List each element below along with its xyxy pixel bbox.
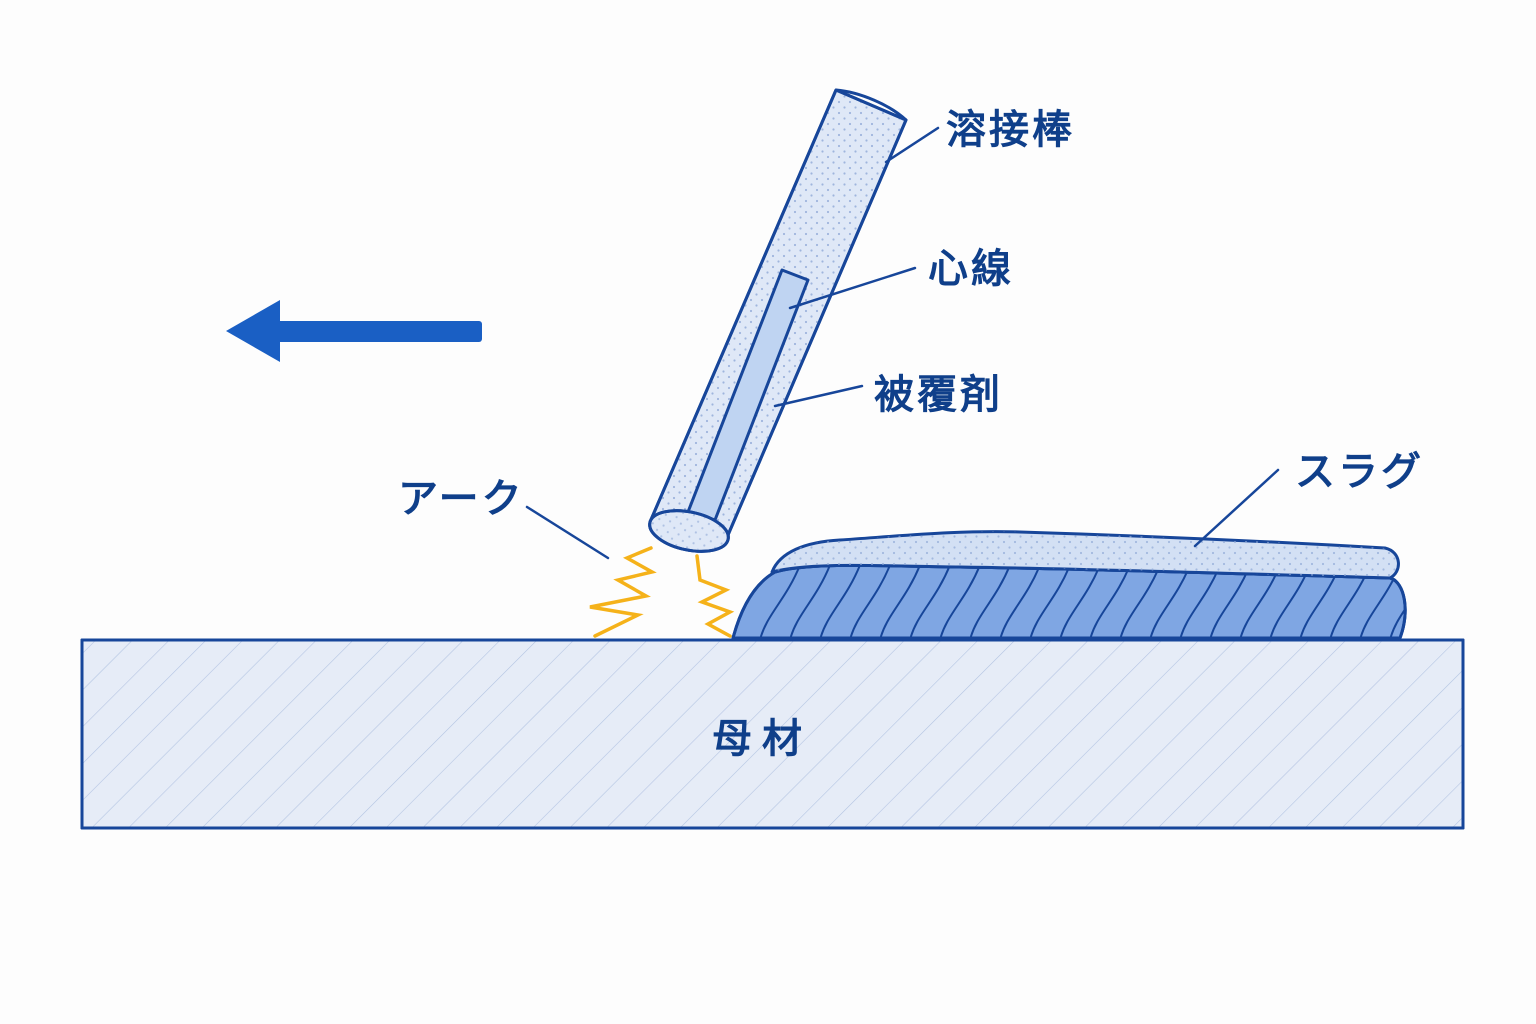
bead-ripple: [1119, 565, 1161, 638]
label-arc: アーク: [398, 476, 525, 522]
label-core-wire: 心線: [928, 246, 1014, 292]
leader-electrode: [884, 126, 940, 164]
bead-ripple: [759, 565, 801, 638]
bead-ripples: [759, 565, 1406, 638]
bead-ripple: [1149, 565, 1191, 638]
bead-ripple: [1059, 565, 1101, 638]
bead-ripple: [789, 565, 831, 638]
leader-slag: [1193, 468, 1280, 548]
electrode-rod: [648, 88, 908, 553]
bead-ripple: [849, 565, 891, 638]
bead-ripple: [1089, 565, 1131, 638]
bead-ripple: [1029, 565, 1071, 638]
leader-coating: [773, 384, 864, 408]
bead-ripple: [1389, 565, 1406, 638]
label-base-metal: 母材: [712, 716, 812, 762]
slag-layer: [770, 530, 1400, 580]
bead-ripple: [999, 565, 1041, 638]
bead-ripple: [1179, 565, 1221, 638]
label-slag: スラグ: [1295, 449, 1424, 495]
spark-zigzag-icon: [589, 546, 735, 638]
base-metal: [80, 638, 1465, 830]
bead-ripple: [909, 565, 951, 638]
bead-ripple: [879, 565, 921, 638]
leader-lines: [525, 126, 1280, 560]
weld-bead: [731, 563, 1407, 640]
bead-ripple: [969, 565, 1011, 638]
leader-core-wire: [788, 266, 917, 310]
bead-ripple: [939, 565, 981, 638]
label-coating: 被覆剤: [874, 372, 1003, 418]
label-electrode: 溶接棒: [946, 107, 1075, 153]
bead-ripple: [819, 565, 861, 638]
leader-arc: [525, 505, 610, 560]
left-arrow-icon: [226, 300, 482, 362]
